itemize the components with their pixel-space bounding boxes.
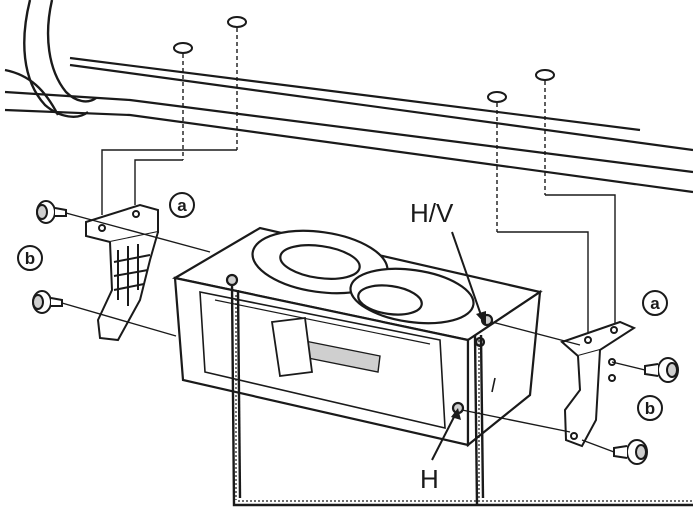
wire-harness [230,284,693,507]
callout-a-right-text: a [650,294,660,313]
callout-b-left-text: b [25,249,35,268]
right-screw-bottom [613,439,648,465]
callout-a-left: a [169,192,195,218]
h-arrow-head [451,408,461,420]
left-screw-top [36,200,67,224]
left-screw-leaders [61,212,211,337]
hv-arrow [451,231,483,319]
hv-label: H/V [410,198,454,228]
right-screw-leaders [461,321,646,453]
right-screw-top [644,357,679,383]
cd-changer-unit [171,226,543,448]
h-label: H [420,464,439,494]
hv-arrow-head [476,311,486,325]
alignment-leaders [182,28,546,232]
right-bracket [560,320,637,448]
vehicle-harness-curve [4,0,97,118]
callout-b-left: b [17,245,43,271]
alignment-leaders-solid [101,149,616,335]
screw-hole-rings [173,16,555,103]
callout-a-left-text: a [177,196,187,215]
dashboard-rail [4,56,693,194]
left-screw-bottom [32,290,63,314]
callout-b-right: b [637,395,663,421]
wire-harness-dots [235,295,693,502]
callout-a-right: a [642,290,668,316]
callout-b-right-text: b [645,399,655,418]
h-arrow [431,414,456,461]
